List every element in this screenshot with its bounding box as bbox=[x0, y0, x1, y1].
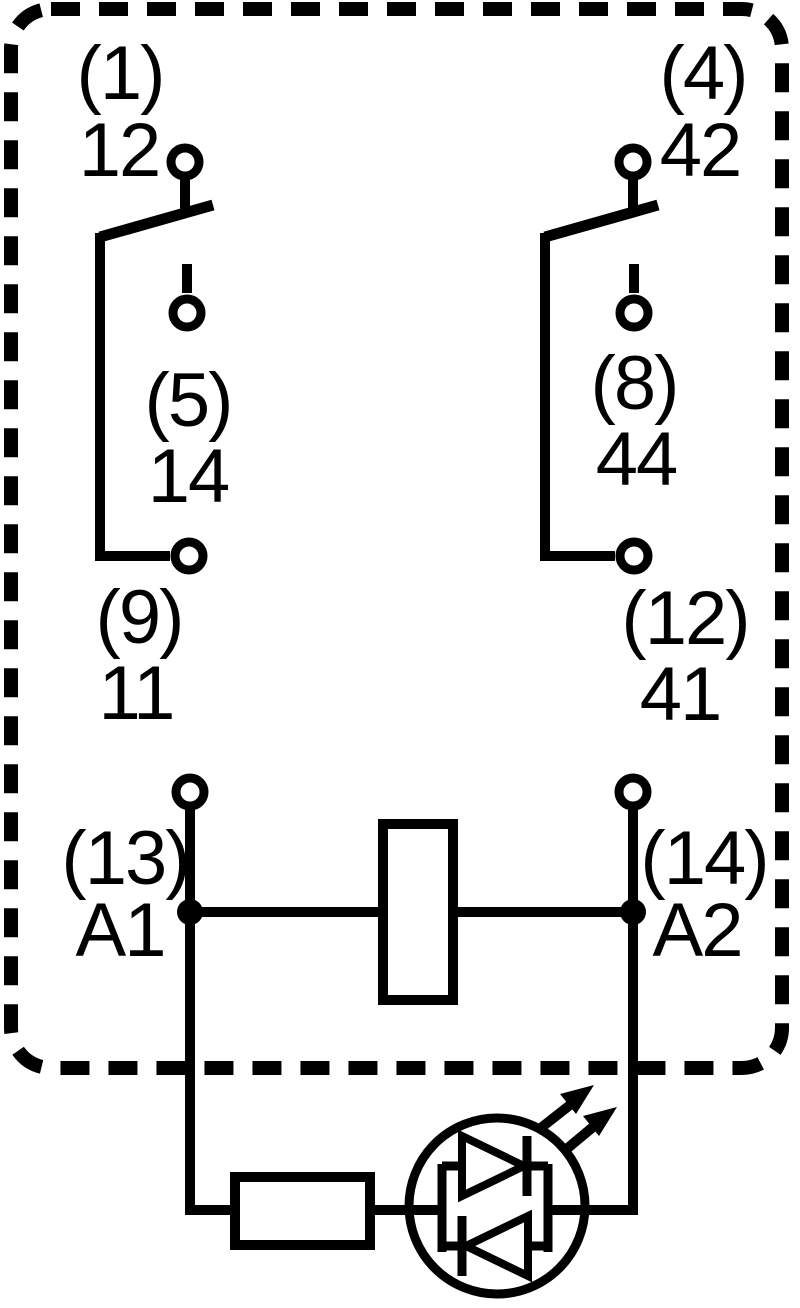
led-top-diode-triangle bbox=[458, 1129, 534, 1203]
label-a2-paren: (14) bbox=[640, 816, 767, 901]
resistor-box bbox=[230, 1172, 375, 1250]
led-emission-arrows-icon bbox=[533, 1085, 617, 1156]
label-pole2-no-paren: (8) bbox=[591, 341, 678, 426]
terminal-41-circle bbox=[615, 537, 653, 575]
coil-section: (13) A1 (14) A2 bbox=[61, 773, 770, 1005]
label-pole1-com-pin: 11 bbox=[99, 651, 174, 736]
switch-blade-pole1 bbox=[98, 199, 215, 243]
label-pole1-nc-paren: (1) bbox=[77, 31, 164, 116]
label-pole1-no-pin: 14 bbox=[148, 434, 229, 519]
enclosure-dashed-border bbox=[4, 2, 789, 1075]
label-pole2-com-paren: (12) bbox=[621, 576, 748, 661]
led-arrow2-head bbox=[583, 1107, 617, 1136]
led-bottom-diode-triangle bbox=[456, 1209, 532, 1283]
common-wire-pole2 bbox=[540, 233, 615, 561]
terminal-44-circle bbox=[615, 294, 653, 332]
pole-1-contact-set: (1) 12 (5) 14 (9) 11 bbox=[77, 31, 234, 736]
label-pole2-nc-pin: 42 bbox=[660, 108, 741, 193]
terminal-a1-circle bbox=[171, 773, 209, 811]
terminal-a2-circle bbox=[614, 773, 652, 811]
led-arrow2-shaft bbox=[559, 1123, 597, 1156]
pole-2-contact-set: (4) 42 (8) 44 (12) 41 bbox=[540, 31, 751, 737]
a2-drop-wire bbox=[548, 912, 638, 1215]
label-a2-pin: A2 bbox=[653, 888, 742, 973]
terminal-14-circle bbox=[168, 294, 206, 332]
label-pole2-no-pin: 44 bbox=[596, 417, 677, 502]
terminal-42-circle bbox=[614, 143, 652, 181]
led-diodes-icon bbox=[437, 1129, 553, 1283]
led-arrow1-head bbox=[560, 1085, 594, 1114]
label-a1-paren: (13) bbox=[61, 816, 188, 901]
switch-blade-pole2 bbox=[543, 199, 660, 243]
label-a1-pin: A1 bbox=[76, 888, 165, 973]
led-arrow1-shaft bbox=[533, 1101, 574, 1135]
label-pole2-com-pin: 41 bbox=[640, 652, 721, 737]
label-pole1-no-paren: (5) bbox=[145, 358, 232, 443]
a1-drop-wire bbox=[185, 912, 230, 1215]
common-wire-pole1 bbox=[95, 233, 170, 561]
terminal-12-circle bbox=[166, 143, 204, 181]
label-pole1-com-paren: (9) bbox=[96, 575, 183, 660]
label-pole1-nc-pin: 12 bbox=[79, 108, 160, 193]
label-pole2-nc-paren: (4) bbox=[660, 31, 747, 116]
terminal-11-circle bbox=[170, 537, 208, 575]
indicator-circuit bbox=[185, 912, 638, 1299]
coil-box bbox=[378, 819, 458, 1005]
